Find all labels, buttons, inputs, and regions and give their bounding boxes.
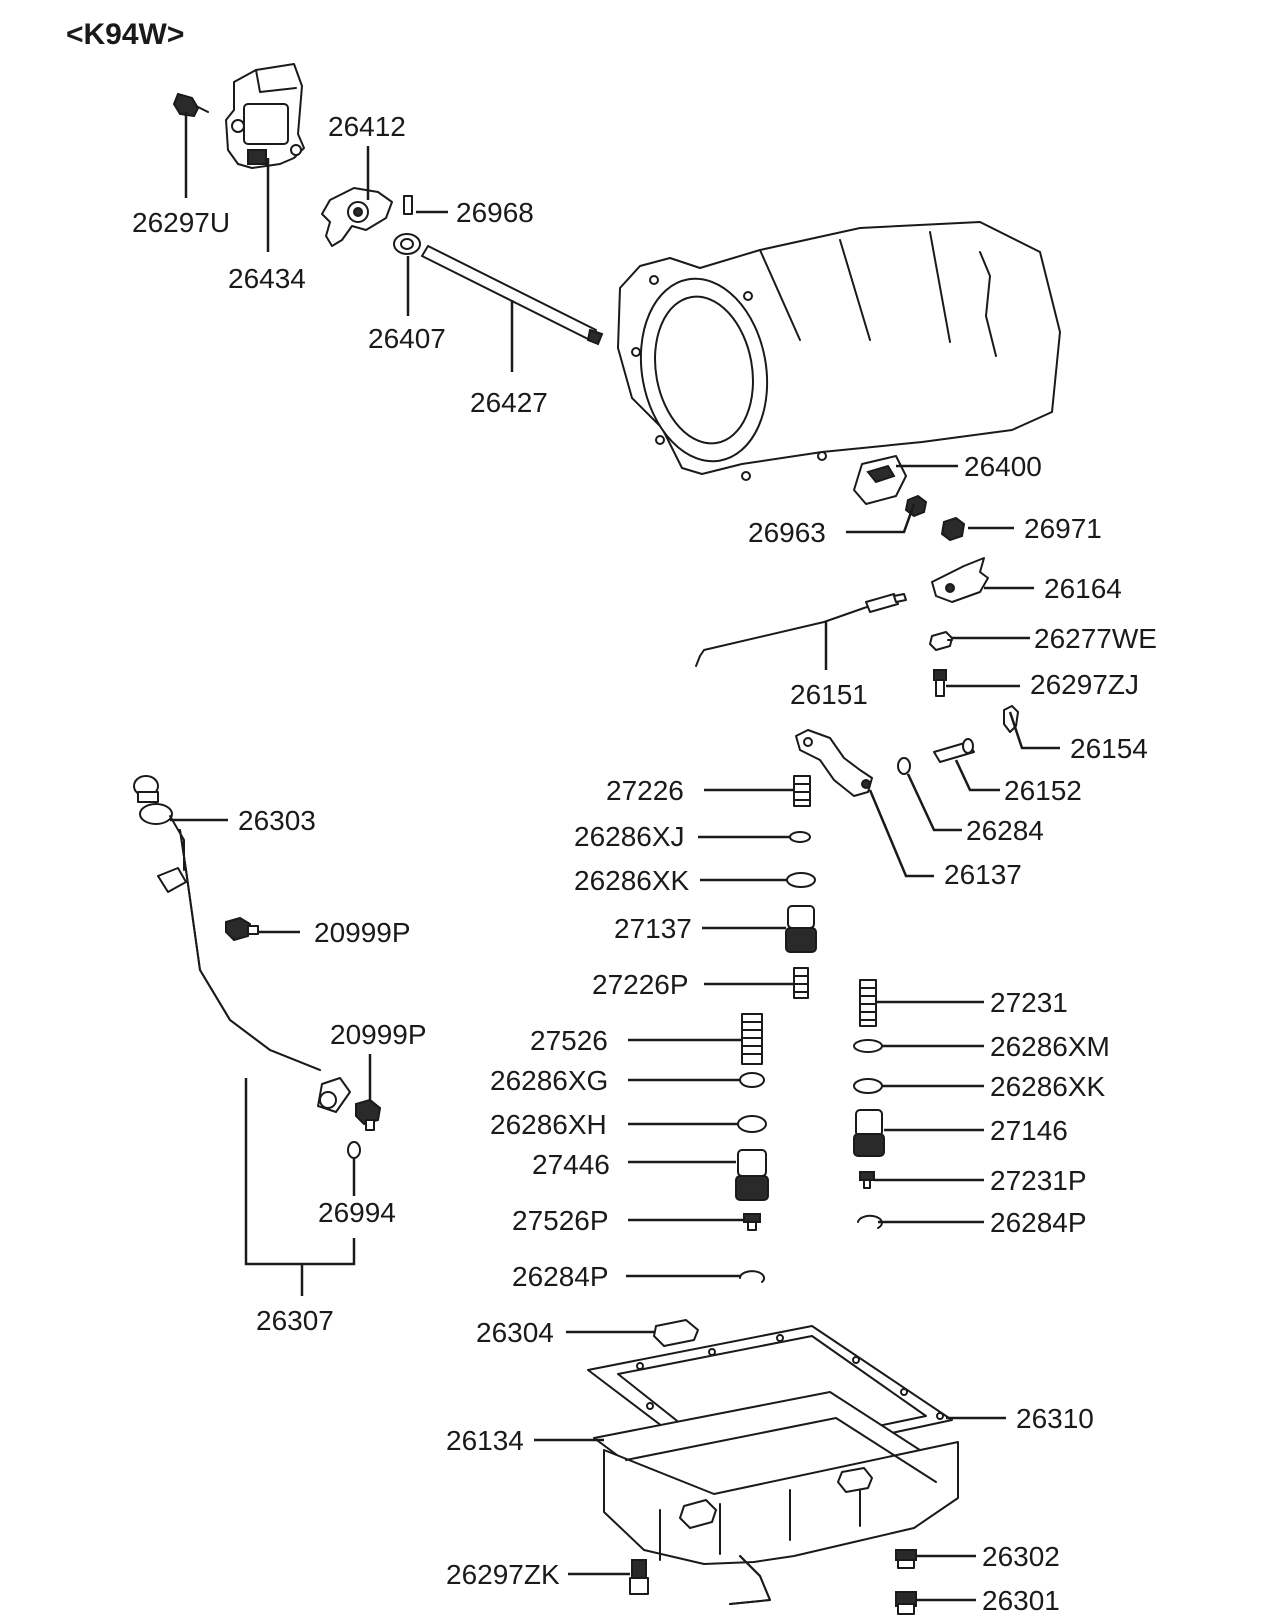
- bolt-20999P-upper-drawing: [225, 916, 259, 942]
- part-label: 26963: [748, 517, 826, 548]
- part-label: 27526P: [512, 1205, 609, 1236]
- bolt-zj-drawing: [933, 669, 947, 697]
- part-label: 26968: [456, 197, 534, 228]
- nut-drawing: [904, 494, 928, 518]
- part-label: 26297ZJ: [1030, 669, 1139, 700]
- o-ring-xh-drawing: [737, 1115, 767, 1133]
- part-label: 26303: [238, 805, 316, 836]
- o-ring-xk-right-drawing: [853, 1078, 883, 1094]
- part-label: 26137: [944, 859, 1022, 890]
- part-label: 26284: [966, 815, 1044, 846]
- dipstick-tube-drawing: [157, 829, 351, 1113]
- part-label: 26286XK: [990, 1071, 1106, 1102]
- part-label: 20999P: [314, 917, 411, 948]
- control-cable-drawing: [695, 593, 907, 667]
- spring-27226P-drawing: [793, 967, 809, 999]
- o-ring-26994-drawing: [347, 1141, 361, 1159]
- spring-27526-drawing: [741, 1013, 763, 1065]
- drain-plug-drawing: [895, 1549, 917, 1569]
- part-label: 26427: [470, 387, 548, 418]
- plug-27446-drawing: [735, 1149, 769, 1201]
- inhibitor-switch-drawing: [225, 63, 305, 169]
- part-label: 26971: [1024, 513, 1102, 544]
- detent-lever-drawing: [795, 729, 873, 797]
- part-label: 26307: [256, 1305, 334, 1336]
- o-ring-xk-drawing: [786, 872, 816, 888]
- part-label: 26284P: [512, 1261, 609, 1292]
- part-label: 27226: [606, 775, 684, 806]
- sensor-bolt-drawing: [172, 92, 209, 118]
- plug-27146-drawing: [853, 1109, 885, 1157]
- part-label: 26277WE: [1034, 623, 1157, 654]
- pin-drawing: [403, 195, 413, 215]
- part-label: 27137: [614, 913, 692, 944]
- part-label: 26164: [1044, 573, 1122, 604]
- o-ring-xj-drawing: [789, 831, 811, 843]
- magnet-drawing: [653, 1319, 699, 1347]
- part-label: 26304: [476, 1317, 554, 1348]
- leader-lines: [170, 112, 1060, 1602]
- part-label: 26407: [368, 323, 446, 354]
- part-label: 26412: [328, 111, 406, 142]
- o-ring-xg-drawing: [739, 1072, 765, 1088]
- clip-drawing: [1003, 705, 1019, 733]
- part-drawings: [133, 63, 1061, 1615]
- part-label: 26134: [446, 1425, 524, 1456]
- nut-small-drawing: [940, 516, 966, 542]
- part-label: 27231P: [990, 1165, 1087, 1196]
- part-label: 26152: [1004, 775, 1082, 806]
- part-number-labels: 26297U 26434 26412 26968 26407 26427 264…: [132, 111, 1157, 1616]
- part-label: 26297U: [132, 207, 230, 238]
- detent-pin-drawing: [933, 738, 975, 763]
- part-label: 26400: [964, 451, 1042, 482]
- snap-ring-p-right-drawing: [857, 1214, 883, 1229]
- part-label: 27446: [532, 1149, 610, 1180]
- bolt-20999P-lower-drawing: [355, 1098, 382, 1131]
- o-ring-xm-drawing: [853, 1039, 883, 1053]
- plug-27526P-drawing: [743, 1213, 761, 1231]
- bolt-zk-drawing: [629, 1559, 649, 1595]
- snap-ring-p-mid-drawing: [739, 1270, 765, 1283]
- part-label: 26286XJ: [574, 821, 685, 852]
- part-label: 26286XG: [490, 1065, 608, 1096]
- part-label: 27526: [530, 1025, 608, 1056]
- drain-gasket-drawing: [895, 1591, 917, 1615]
- part-label: 26151: [790, 679, 868, 710]
- bolt-we-drawing: [929, 631, 953, 651]
- spring-27231-drawing: [859, 979, 877, 1027]
- plug-27231P-drawing: [859, 1171, 875, 1189]
- part-label: 26284P: [990, 1207, 1087, 1238]
- part-label: 26310: [1016, 1403, 1094, 1434]
- part-label: 26286XM: [990, 1031, 1110, 1062]
- part-label: 27146: [990, 1115, 1068, 1146]
- part-label: 26154: [1070, 733, 1148, 764]
- oil-pan-drawing: [593, 1391, 959, 1605]
- diagram-title: <K94W>: [66, 18, 184, 51]
- part-label: 27231: [990, 987, 1068, 1018]
- part-label: 26297ZK: [446, 1559, 560, 1590]
- snap-ring-drawing: [897, 757, 911, 775]
- cable-bracket-drawing: [931, 557, 989, 603]
- part-label: 26286XH: [490, 1109, 607, 1140]
- part-label: 27226P: [592, 969, 689, 1000]
- part-label: 26301: [982, 1585, 1060, 1616]
- transmission-case-drawing: [617, 221, 1061, 481]
- plug-27137-drawing: [785, 905, 817, 953]
- part-label: 26286XK: [574, 865, 690, 896]
- part-label: 20999P: [330, 1019, 427, 1050]
- part-label: 26302: [982, 1541, 1060, 1572]
- dipstick-drawing: [133, 775, 185, 871]
- spring-27226-drawing: [793, 775, 811, 807]
- manual-shaft-drawing: [421, 245, 604, 346]
- oil-seal-drawing: [393, 233, 421, 255]
- bracket-drawing: [853, 455, 907, 505]
- part-label: 26994: [318, 1197, 396, 1228]
- part-label: 26434: [228, 263, 306, 294]
- manual-lever-drawing: [321, 187, 393, 247]
